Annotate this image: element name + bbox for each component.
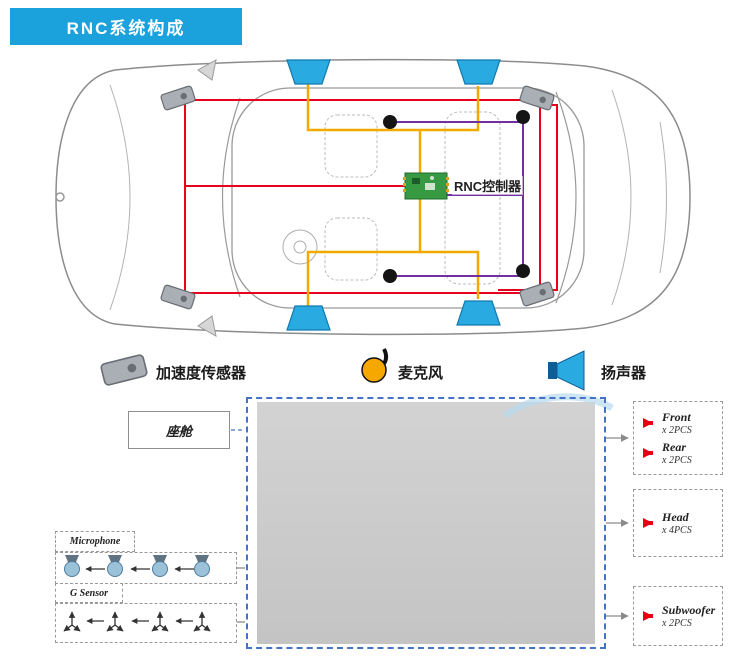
microphone-dot: [516, 110, 530, 124]
page-title: RNC系统构成: [10, 8, 242, 45]
output-name: Rear: [662, 440, 686, 455]
red-speaker-icon: [643, 611, 653, 621]
output-box-subwoofer: Subwoofer x 2PCS: [633, 586, 723, 646]
red-speaker-icon: [643, 448, 653, 459]
legend-accelerometer-label: 加速度传感器: [156, 365, 247, 382]
wire-purple: [390, 117, 524, 277]
red-speaker-icon: [643, 518, 653, 528]
microphone-dot: [516, 264, 530, 278]
controller-block: [257, 402, 595, 644]
car-interior: [282, 111, 501, 285]
red-speaker-icon: [643, 417, 653, 428]
accelerometer-icon: [159, 283, 197, 311]
page-title-text: RNC系统构成: [66, 19, 186, 38]
accelerometer-sensors: [159, 84, 556, 311]
legend-accelerometer-icon: [99, 353, 149, 387]
microphone-dot: [383, 269, 397, 283]
speaker-icon: [286, 59, 331, 85]
output-qty: x 2PCS: [662, 455, 692, 467]
wire-red: [184, 99, 558, 294]
cabin-microphones: [383, 110, 530, 283]
accelerometer-icon: [159, 84, 197, 112]
microphone-label: Microphone: [69, 536, 121, 547]
legend-microphone-icon: [361, 348, 389, 383]
output-row-rear: Rear x 2PCS: [640, 440, 716, 466]
output-row-head: Head x 4PCS: [640, 510, 716, 536]
microphone-dot: [383, 115, 397, 129]
speaker-icon: [456, 59, 501, 85]
legend-speaker-icon: [548, 350, 585, 391]
car-outline: [55, 58, 691, 337]
speaker-icon: [456, 300, 501, 326]
output-name: Head: [662, 510, 689, 524]
accelerometer-icon: [518, 84, 556, 112]
output-qty: x 2PCS: [662, 424, 692, 436]
rnc-controller-pcb: [403, 172, 449, 200]
accelerometer-icon: [518, 280, 556, 308]
gsensor-row-box: [55, 603, 237, 643]
output-box-head: Head x 4PCS: [633, 489, 723, 557]
speaker-icon: [286, 305, 331, 331]
controller-label: RNC控制器: [452, 176, 524, 195]
output-name: Subwoofer: [662, 603, 716, 617]
gsensor-label: G Sensor: [69, 587, 109, 599]
output-qty: x 2PCS: [662, 618, 692, 629]
legend-microphone-label: 麦克风: [398, 365, 444, 382]
output-row-subwoofer: Subwoofer x 2PCS: [640, 603, 716, 629]
gsensor-label-box: G Sensor: [55, 583, 123, 603]
microphone-label-box: Microphone: [55, 531, 135, 552]
car-speakers: [286, 59, 501, 331]
output-box-front-rear: Front x 2PCS Rear x 2PCS: [633, 401, 723, 475]
legend-speaker-label: 扬声器: [601, 365, 647, 382]
cabin-label: 座舱: [165, 423, 192, 439]
microphone-row-box: [55, 552, 237, 584]
output-row-front: Front x 2PCS: [640, 410, 716, 436]
output-name: Front: [662, 409, 691, 424]
wire-yellow: [306, 84, 480, 306]
cabin-box: 座舱: [128, 411, 230, 449]
output-qty: x 4PCS: [662, 525, 692, 536]
